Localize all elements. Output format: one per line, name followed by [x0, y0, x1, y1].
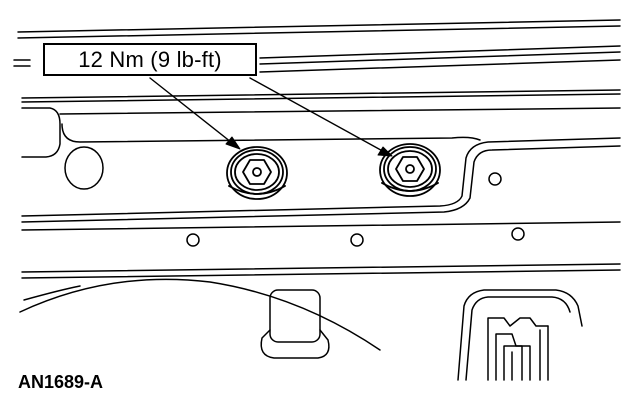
crossmember-rail	[21, 123, 621, 279]
lower-body-contour	[19, 278, 381, 351]
left-bracket	[21, 107, 104, 190]
torque-callout-box: 12 Nm (9 lb-ft)	[43, 43, 257, 76]
leader-lines	[149, 77, 389, 155]
leader-arrowheads	[225, 136, 393, 157]
upper-panel-lines	[13, 19, 621, 115]
mounting-holes	[186, 172, 525, 247]
bolt-left	[226, 146, 288, 200]
bolt-right	[379, 143, 441, 197]
torque-callout-label: 12 Nm (9 lb-ft)	[78, 46, 222, 72]
figure-identifier: AN1689-A	[18, 372, 104, 392]
latch-assembly	[457, 289, 583, 381]
square-slot	[260, 289, 330, 359]
